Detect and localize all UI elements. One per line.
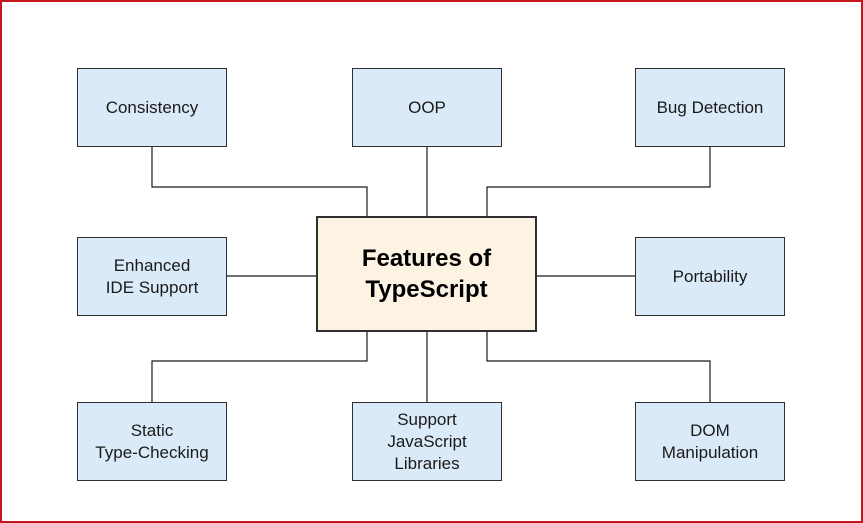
connector-consistency-to-center [151, 147, 368, 216]
connector-static-type-checking-to-center [151, 332, 368, 402]
node-enhanced-ide-support: Enhanced IDE Support [77, 237, 227, 316]
node-features-of-typescript: Features of TypeScript [316, 216, 537, 332]
node-oop: OOP [352, 68, 502, 147]
node-portability: Portability [635, 237, 785, 316]
node-bug-detection: Bug Detection [635, 68, 785, 147]
node-support-javascript-libraries: Support JavaScript Libraries [352, 402, 502, 481]
connector-dom-manipulation-to-center [486, 332, 711, 402]
node-consistency: Consistency [77, 68, 227, 147]
connector-bug-detection-to-center [486, 147, 711, 216]
node-dom-manipulation: DOM Manipulation [635, 402, 785, 481]
node-static-type-checking: Static Type-Checking [77, 402, 227, 481]
